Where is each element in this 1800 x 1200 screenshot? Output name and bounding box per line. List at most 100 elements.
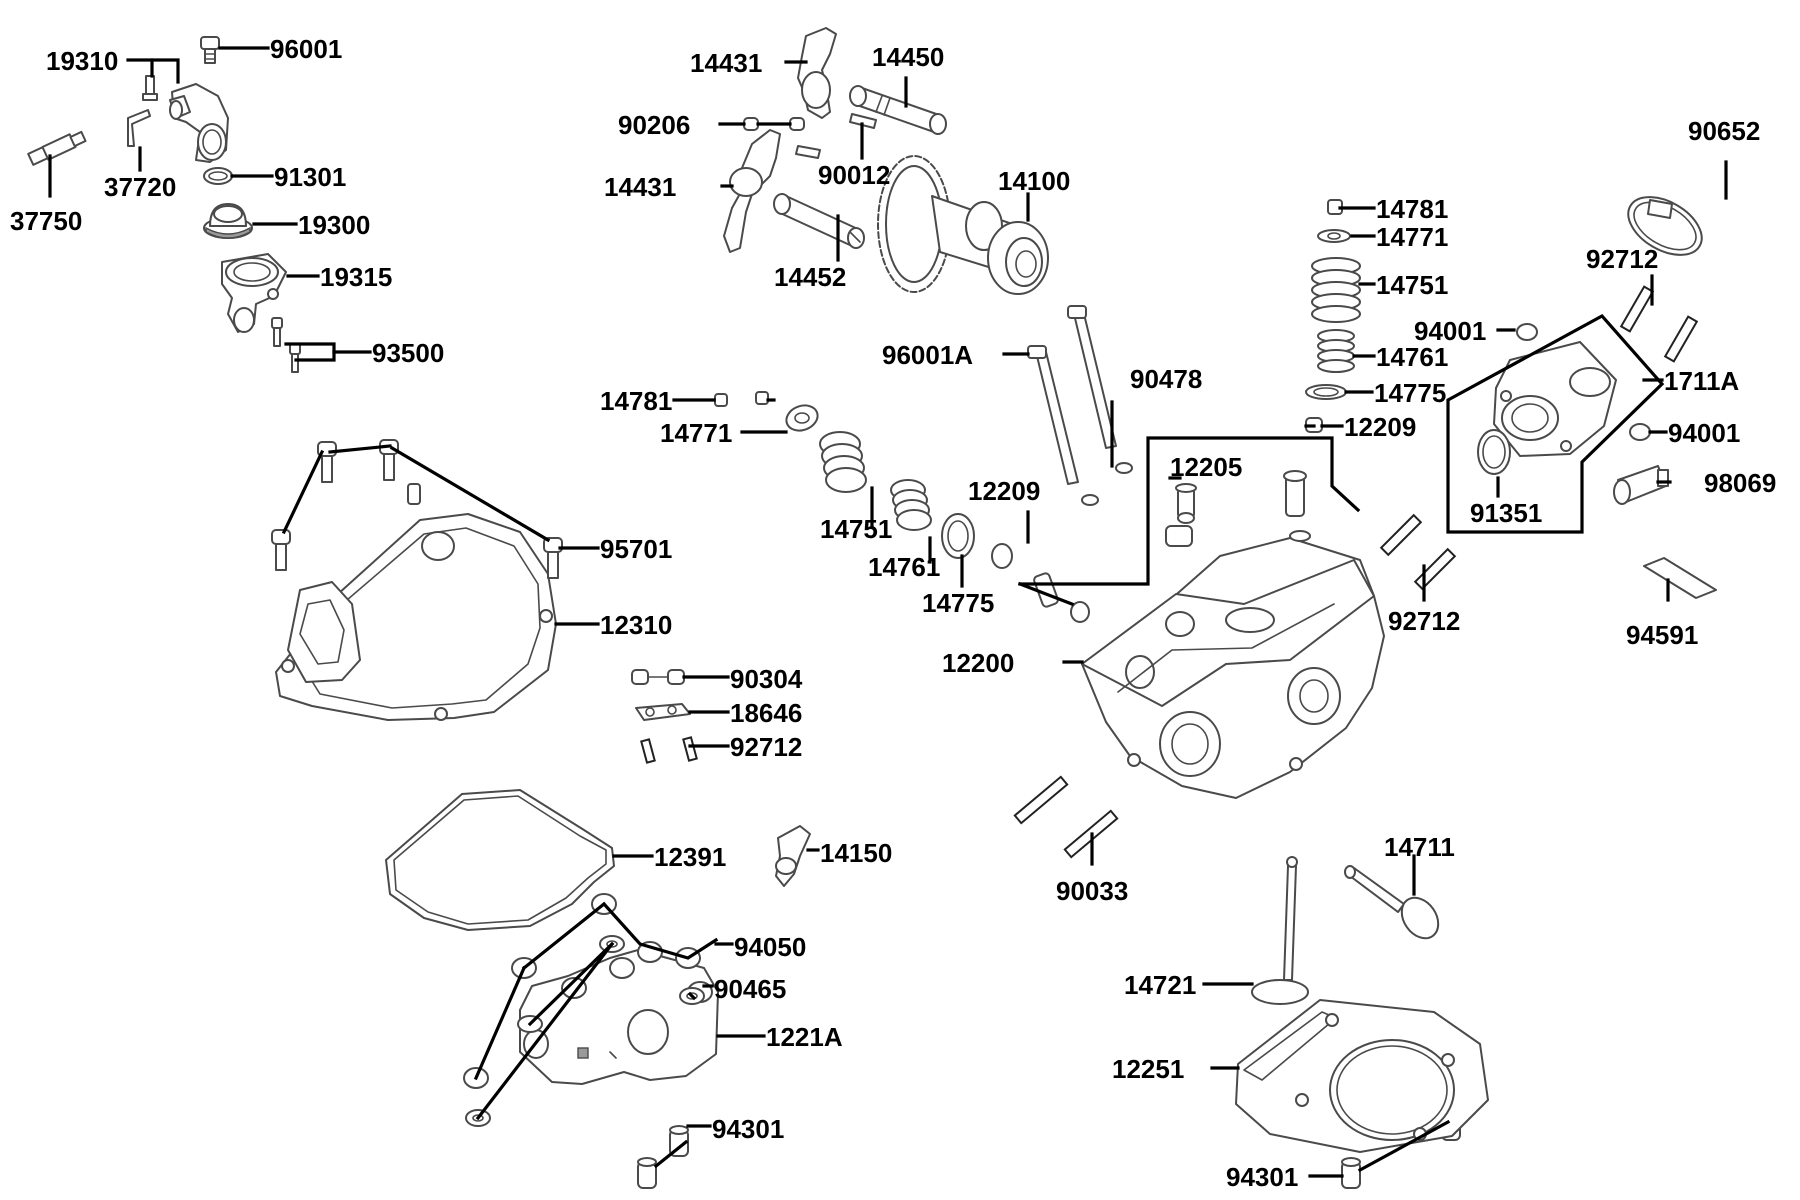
sensor-98069	[1613, 465, 1669, 505]
retainer-14771-right	[1317, 229, 1351, 243]
label-90478: 90478	[1130, 364, 1202, 394]
label-14751-left: 14751	[820, 514, 892, 544]
label-14751-right: 14751	[1376, 270, 1448, 300]
label-14450: 14450	[872, 42, 944, 72]
gasket-94591	[1643, 557, 1717, 599]
spring-14751-left	[819, 431, 867, 493]
valve-cover-12310	[271, 439, 563, 721]
spring-14751-right	[1311, 257, 1361, 323]
label-94050: 94050	[734, 932, 806, 962]
washer-14775-left	[941, 513, 975, 559]
bleed-screw	[142, 75, 158, 101]
rocker-arm-group	[723, 27, 1049, 295]
label-14775-right: 14775	[1374, 378, 1446, 408]
camshaft-14100	[877, 155, 1049, 295]
sensor-37750	[27, 130, 87, 166]
label-1221A: 1221A	[766, 1022, 843, 1052]
label-98069: 98069	[1704, 468, 1776, 498]
enclosure-1711A	[1446, 313, 1665, 534]
label-14781-right: 14781	[1376, 194, 1448, 224]
bolts-95701	[271, 439, 563, 579]
washer-90478-b	[1115, 462, 1133, 474]
studs-90033	[1013, 775, 1119, 859]
nuts-90206	[743, 117, 805, 131]
label-12391: 12391	[654, 842, 726, 872]
label-94301-left: 94301	[712, 1114, 784, 1144]
label-19315: 19315	[320, 262, 392, 292]
valve-14711	[1344, 865, 1440, 940]
label-90033: 90033	[1056, 876, 1128, 906]
label-14771-left: 14771	[660, 418, 732, 448]
label-14721: 14721	[1124, 970, 1196, 1000]
label-94591: 94591	[1626, 620, 1698, 650]
nut-94001-top	[1516, 323, 1538, 341]
label-14431-upper: 14431	[690, 48, 762, 78]
valve-spring-stack-right	[1305, 199, 1361, 433]
label-90465: 90465	[714, 974, 786, 1004]
label-18646: 18646	[730, 698, 802, 728]
gasket-12391	[385, 789, 615, 931]
label-19300: 19300	[298, 210, 370, 240]
label-95701: 95701	[600, 534, 672, 564]
enclosure-12205	[1018, 436, 1361, 586]
label-12310: 12310	[600, 610, 672, 640]
hose-clamp-90652	[1627, 196, 1703, 256]
label-90652: 90652	[1688, 116, 1760, 146]
label-12200: 12200	[942, 648, 1014, 678]
label-92712-low: 92712	[730, 732, 802, 762]
studs-92712-top	[1619, 285, 1699, 363]
thermostat-cover-19315	[221, 253, 287, 333]
studs-92712-mid	[1379, 513, 1457, 591]
bolt-96001	[200, 36, 220, 64]
label-14761-right: 14761	[1376, 342, 1448, 372]
intake-manifold-1711A	[1477, 323, 1717, 599]
cylinder-head-12200	[1033, 470, 1385, 799]
label-93500: 93500	[372, 338, 444, 368]
studs-96001A	[1027, 305, 1133, 506]
label-12209-right: 12209	[1344, 412, 1416, 442]
label-90304: 90304	[730, 664, 803, 694]
leader-lines	[48, 46, 1728, 1178]
label-91351: 91351	[1470, 498, 1542, 528]
washer-14775-right	[1305, 384, 1347, 400]
label-96001A: 96001A	[882, 340, 973, 370]
label-14452: 14452	[774, 262, 846, 292]
label-12209-left: 12209	[968, 476, 1040, 506]
label-92712-mid: 92712	[1388, 606, 1460, 636]
label-14775-left: 14775	[922, 588, 994, 618]
bolts-93500	[271, 317, 301, 373]
valve-spring-stack-left	[714, 391, 1013, 569]
nut-94001-right	[1629, 423, 1651, 441]
label-12251: 12251	[1112, 1054, 1184, 1084]
spring-14761-right	[1317, 329, 1355, 373]
label-14761-left: 14761	[868, 552, 940, 582]
valve-14721	[1251, 856, 1309, 1005]
washer-90478-a	[1081, 494, 1099, 506]
oil-pipe-group	[631, 669, 698, 764]
label-94001-right: 94001	[1668, 418, 1740, 448]
thermostat-group	[27, 36, 301, 373]
label-14781-left: 14781	[600, 386, 672, 416]
part-labels: 96001 19310 37750 37720 91301 19300 1931…	[10, 34, 1776, 1192]
label-96001: 96001	[270, 34, 342, 64]
label-37720: 37720	[104, 172, 176, 202]
label-14771-right: 14771	[1376, 222, 1448, 252]
label-91301: 91301	[274, 162, 346, 192]
label-90206: 90206	[618, 110, 690, 140]
thermostat-19300	[203, 203, 253, 239]
spring-14761-left	[890, 479, 932, 531]
label-1711A: 1711A	[1664, 366, 1739, 396]
label-14711: 14711	[1384, 832, 1455, 862]
label-92712-top: 92712	[1586, 244, 1658, 274]
rocker-shaft-14452	[773, 193, 865, 249]
label-37750: 37750	[10, 206, 82, 236]
label-90012: 90012	[818, 160, 890, 190]
label-14100: 14100	[998, 166, 1070, 196]
screws-90012	[795, 113, 877, 159]
label-14150: 14150	[820, 838, 892, 868]
label-12205: 12205	[1170, 452, 1242, 482]
thermostat-housing-19310	[169, 83, 229, 163]
label-19310: 19310	[46, 46, 118, 76]
label-94301-right: 94301	[1226, 1162, 1298, 1192]
